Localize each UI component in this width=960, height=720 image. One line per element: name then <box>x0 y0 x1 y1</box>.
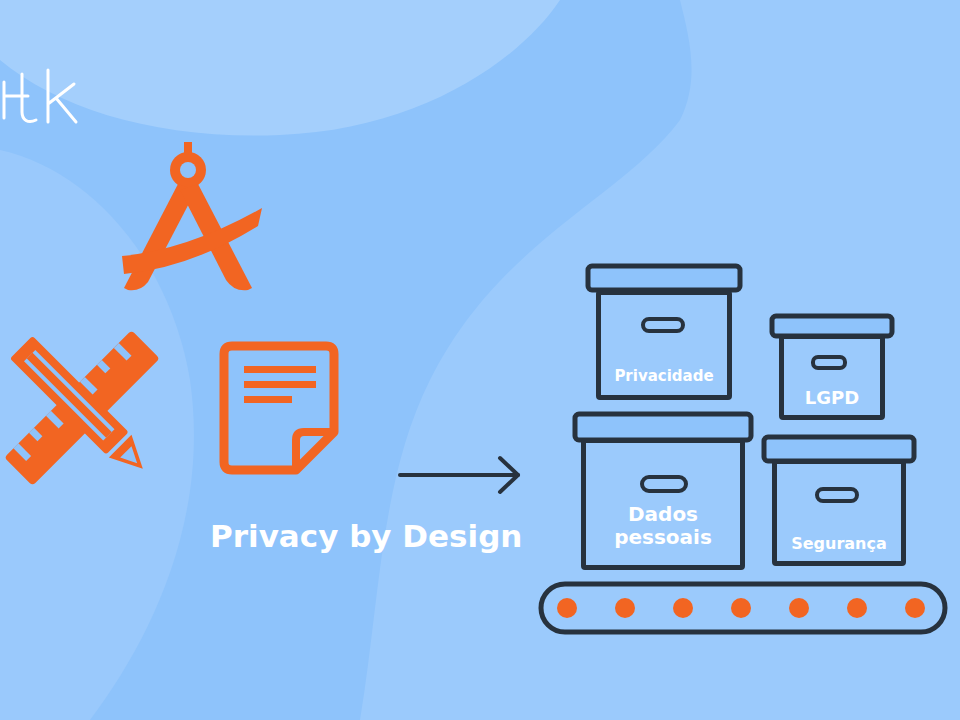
roller-dot <box>847 598 867 618</box>
box-handles <box>642 319 857 501</box>
roller-dot <box>615 598 635 618</box>
document-icon <box>224 346 334 470</box>
box-label: Dados pessoais <box>590 503 736 549</box>
title-label: Privacy by Design <box>210 518 522 554</box>
background-blob <box>0 0 560 136</box>
roller-dot <box>731 598 751 618</box>
storage-box: Dados pessoais <box>581 438 745 570</box>
storage-box: Segurança <box>772 459 906 566</box>
box-label: Privacidade <box>614 368 713 385</box>
logo-mark <box>4 70 76 122</box>
roller-dot <box>557 598 577 618</box>
compass-icon <box>122 142 262 290</box>
roller-dot <box>905 598 925 618</box>
storage-box: Privacidade <box>596 290 732 400</box>
background-blob <box>360 0 960 720</box>
conveyor-rollers <box>557 598 925 618</box>
roller-dot <box>789 598 809 618</box>
flow-arrow <box>400 458 518 492</box>
storage-box: LGPD <box>779 334 885 420</box>
pencil-ruler-icon <box>4 330 160 486</box>
roller-dot <box>673 598 693 618</box>
conveyor-belt <box>541 584 945 632</box>
box-label: LGPD <box>805 388 859 409</box>
box-label: Segurança <box>791 535 887 553</box>
box-lids <box>575 266 914 461</box>
